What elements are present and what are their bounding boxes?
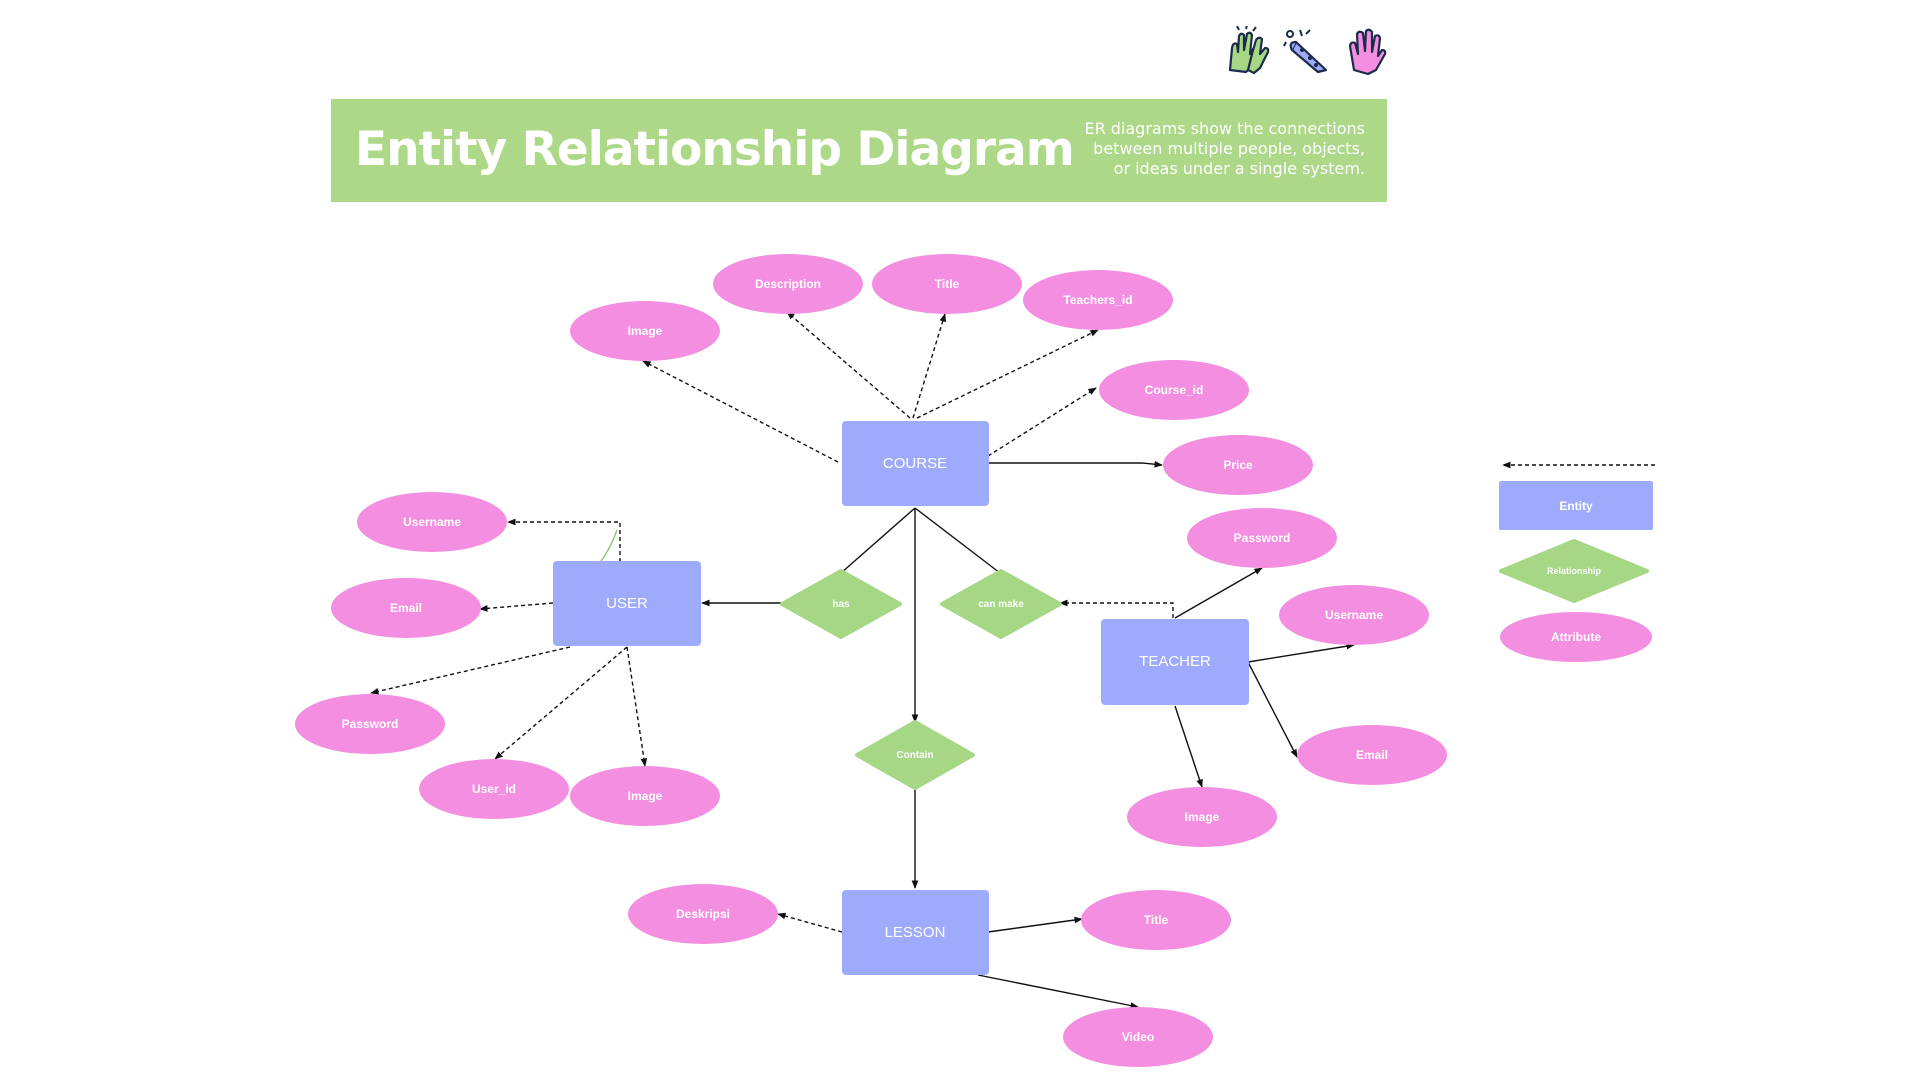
connector-course-price (988, 460, 1163, 468)
header-description-line: between multiple people, objects, (1093, 139, 1365, 158)
entity-teacher[interactable]: TEACHER (1101, 619, 1249, 705)
connector-user-image (626, 646, 648, 767)
attribute-course-image[interactable]: Image (570, 301, 720, 361)
legend-entity: Entity (1499, 481, 1653, 530)
sticker-group (1222, 26, 1392, 78)
raised-hand-icon (1348, 28, 1387, 76)
connector-teacher-password (1174, 567, 1263, 619)
entity-label: COURSE (883, 455, 947, 472)
attribute-user-email[interactable]: Email (331, 578, 481, 638)
attribute-label: Price (1223, 458, 1253, 472)
attribute-label: Video (1122, 1030, 1154, 1044)
attribute-teacher-email[interactable]: Email (1297, 725, 1447, 785)
attribute-lesson-video[interactable]: Video (1063, 1007, 1213, 1067)
connector-lines (370, 311, 1355, 1009)
attribute-course-title[interactable]: Title (872, 254, 1022, 314)
attribute-label: Email (390, 601, 422, 615)
entity-label: TEACHER (1139, 653, 1211, 670)
header-description-line: or ideas under a single system. (1113, 159, 1365, 178)
attribute-course-teachers-id[interactable]: Teachers_id (1023, 270, 1173, 330)
attribute-label: Email (1356, 748, 1388, 762)
attribute-lesson-deskripsi[interactable]: Deskripsi (628, 884, 778, 944)
attribute-course-course-id[interactable]: Course_id (1099, 360, 1249, 420)
connector-course-can-make (914, 507, 1001, 574)
connector-course-description (786, 311, 911, 419)
connector-lesson-deskripsi (777, 912, 843, 933)
attribute-label: Title (1144, 913, 1169, 927)
connector-teacher-can-make (1059, 599, 1174, 618)
connector-lesson-video (977, 974, 1139, 1009)
relationship-label: has (832, 599, 850, 610)
attribute-label: Title (935, 277, 960, 291)
connector-course-image (642, 360, 839, 463)
attribute-course-price[interactable]: Price (1163, 435, 1313, 495)
connector-lesson-title (987, 916, 1083, 933)
entity-user[interactable]: USER (553, 561, 701, 646)
relationship-can-make[interactable]: can make (940, 569, 1062, 639)
connector-teacher-email (1247, 661, 1298, 758)
connector-course-teachers-id (916, 329, 1099, 419)
connector-user-email (479, 602, 554, 612)
relationship-has[interactable]: has (780, 569, 902, 639)
connector-teacher-image (1174, 705, 1203, 788)
connector-course-course-id (987, 387, 1097, 457)
attribute-lesson-title[interactable]: Title (1081, 890, 1231, 950)
attribute-user-image[interactable]: Image (570, 766, 720, 826)
party-popper-icon (1283, 29, 1328, 74)
attribute-label: Password (342, 717, 399, 731)
attribute-label: Image (628, 324, 663, 338)
legend-attribute-label: Attribute (1551, 630, 1601, 644)
entity-label: USER (606, 595, 648, 612)
header-description-line: ER diagrams show the connections (1084, 119, 1365, 138)
attribute-label: Teachers_id (1063, 293, 1132, 307)
connector-user-user-id (494, 646, 628, 760)
attribute-user-username[interactable]: Username (357, 492, 507, 552)
attribute-label: User_id (472, 782, 516, 796)
high-five-hands-icon (1228, 26, 1270, 75)
legend-relationship-label: Relationship (1547, 566, 1602, 576)
attribute-user-user-id[interactable]: User_id (419, 759, 569, 819)
entity-lesson[interactable]: LESSON (842, 890, 989, 975)
connector-teacher-username (1247, 642, 1355, 663)
header-banner: Entity Relationship Diagram ER diagrams … (331, 99, 1387, 202)
attribute-label: Image (1185, 810, 1220, 824)
page-title: Entity Relationship Diagram (355, 122, 1075, 177)
legend-entity-label: Entity (1559, 499, 1593, 513)
header-description: ER diagrams show the connections between… (1035, 119, 1365, 179)
entity-label: LESSON (885, 924, 946, 941)
legend: Entity Relationship Attribute (1499, 461, 1655, 662)
legend-attribute: Attribute (1500, 612, 1652, 662)
relationship-label: can make (978, 599, 1024, 610)
entity-course[interactable]: COURSE (842, 421, 989, 506)
connector-course-title (912, 313, 946, 419)
connector-user-password (370, 646, 571, 695)
legend-relationship: Relationship (1499, 539, 1649, 603)
attribute-course-description[interactable]: Description (713, 254, 863, 314)
attribute-label: Deskripsi (676, 907, 730, 921)
attribute-label: Course_id (1145, 383, 1204, 397)
attribute-label: Username (1325, 608, 1383, 622)
relationship-label: Contain (896, 750, 933, 761)
connector-user-username (507, 518, 621, 562)
relationship-contain[interactable]: Contain (855, 720, 975, 790)
attribute-label: Description (755, 277, 821, 291)
attribute-teacher-image[interactable]: Image (1127, 787, 1277, 847)
connector-course-has (840, 507, 916, 574)
attribute-label: Username (403, 515, 461, 529)
attribute-label: Password (1234, 531, 1291, 545)
attribute-user-password[interactable]: Password (295, 694, 445, 754)
attribute-label: Image (628, 789, 663, 803)
attribute-teacher-username[interactable]: Username (1279, 585, 1429, 645)
attribute-teacher-password[interactable]: Password (1187, 508, 1337, 568)
